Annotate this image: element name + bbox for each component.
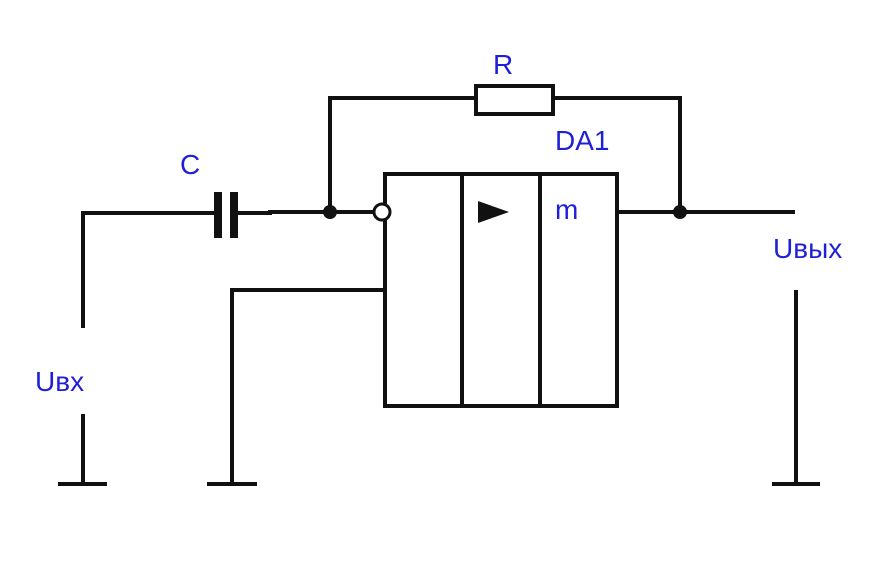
capacitor-plate-left	[214, 192, 222, 238]
capacitor-c	[214, 192, 238, 238]
noninverting-input-wire	[230, 288, 387, 486]
junction-node-input	[323, 205, 337, 219]
capacitor-plate-right	[230, 192, 238, 238]
feedback-wire-left	[328, 96, 478, 214]
feedback-wire-right	[551, 96, 682, 214]
amplifier-triangle-icon	[478, 201, 509, 223]
capacitor-label: C	[180, 149, 200, 180]
resistor-label: R	[493, 49, 513, 80]
resistor-r	[474, 84, 555, 116]
opamp-gain-symbol: m	[555, 194, 578, 225]
junction-node-output	[673, 205, 687, 219]
input-voltage-label: Uвх	[35, 366, 84, 397]
opamp-body	[383, 172, 619, 408]
opamp-da1	[383, 172, 619, 408]
input-wire	[81, 211, 220, 328]
output-voltage-label: Uвых	[773, 233, 842, 264]
capacitor-output-wire	[236, 210, 332, 215]
inverting-input-marker	[372, 202, 392, 222]
opamp-label: DA1	[555, 125, 609, 156]
